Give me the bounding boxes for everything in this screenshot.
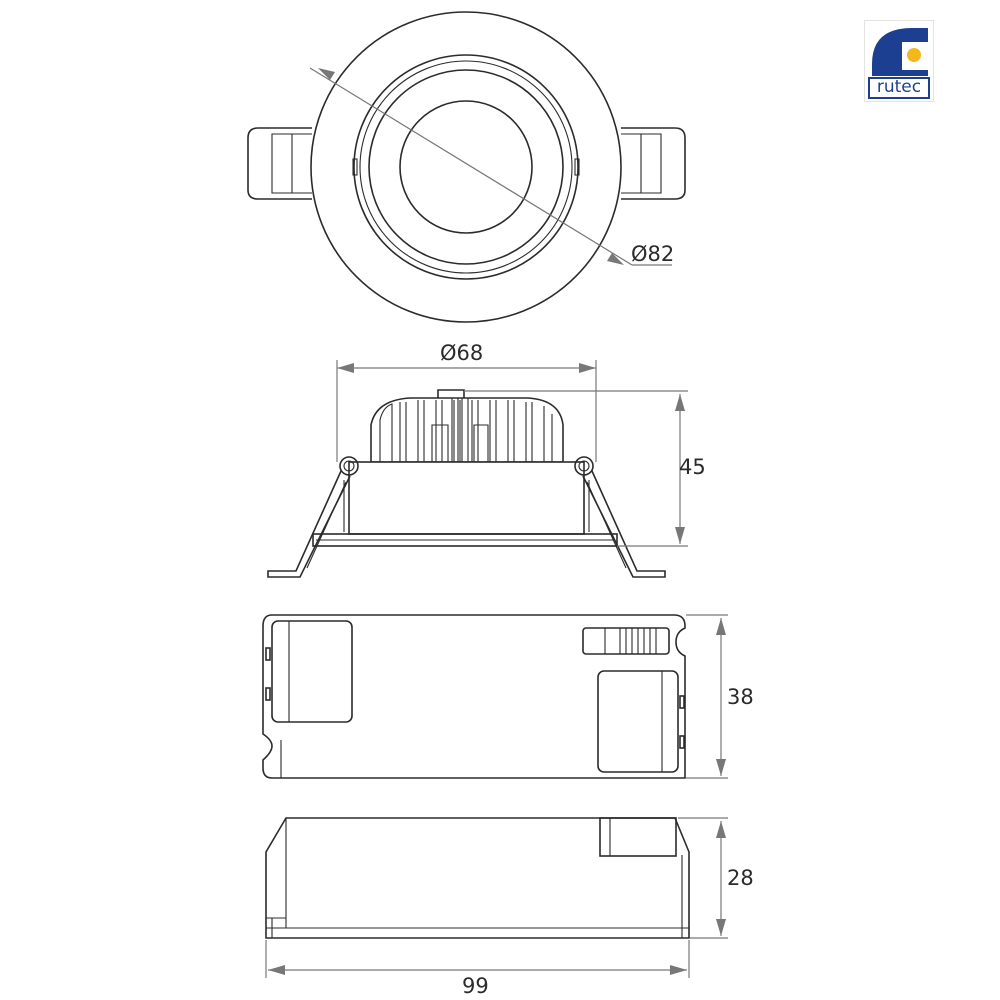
side-spring-right bbox=[582, 470, 666, 578]
side-housing bbox=[348, 461, 585, 535]
front-reflector-ring bbox=[368, 69, 564, 265]
driver-width-label: 38 bbox=[727, 685, 754, 709]
heat-sink bbox=[370, 389, 564, 463]
front-bezel-inner bbox=[359, 60, 573, 274]
side-spring-left bbox=[267, 470, 351, 578]
front-bezel-ring bbox=[353, 54, 579, 280]
driver-side-outline bbox=[265, 817, 690, 939]
driver-top-outline bbox=[262, 614, 686, 779]
rutec-logo-text: rutec bbox=[868, 77, 930, 99]
driver-length-label: 99 bbox=[462, 974, 489, 998]
cutout-diameter-label: Ø68 bbox=[440, 341, 483, 365]
driver-side-connector bbox=[599, 817, 677, 857]
front-outer-ring bbox=[310, 11, 622, 323]
driver-height-label: 28 bbox=[727, 866, 754, 890]
front-diameter-label: Ø82 bbox=[631, 242, 674, 266]
front-lens bbox=[399, 100, 533, 234]
rutec-logo-icon bbox=[868, 24, 930, 76]
front-diameter-dim-line bbox=[309, 67, 633, 266]
side-flange bbox=[312, 533, 618, 547]
height-label: 45 bbox=[679, 455, 706, 479]
front-view: Ø82 bbox=[247, 11, 686, 323]
driver-left-terminal bbox=[271, 620, 353, 723]
side-view: Ø68 45 bbox=[267, 341, 706, 578]
rutec-logo: rutec bbox=[864, 20, 934, 102]
right-spring-clip bbox=[621, 127, 686, 200]
left-spring-clip bbox=[247, 127, 312, 200]
driver-side-view: 28 99 bbox=[265, 817, 754, 998]
driver-right-terminal bbox=[597, 670, 679, 773]
driver-top-view: 38 bbox=[262, 614, 754, 779]
